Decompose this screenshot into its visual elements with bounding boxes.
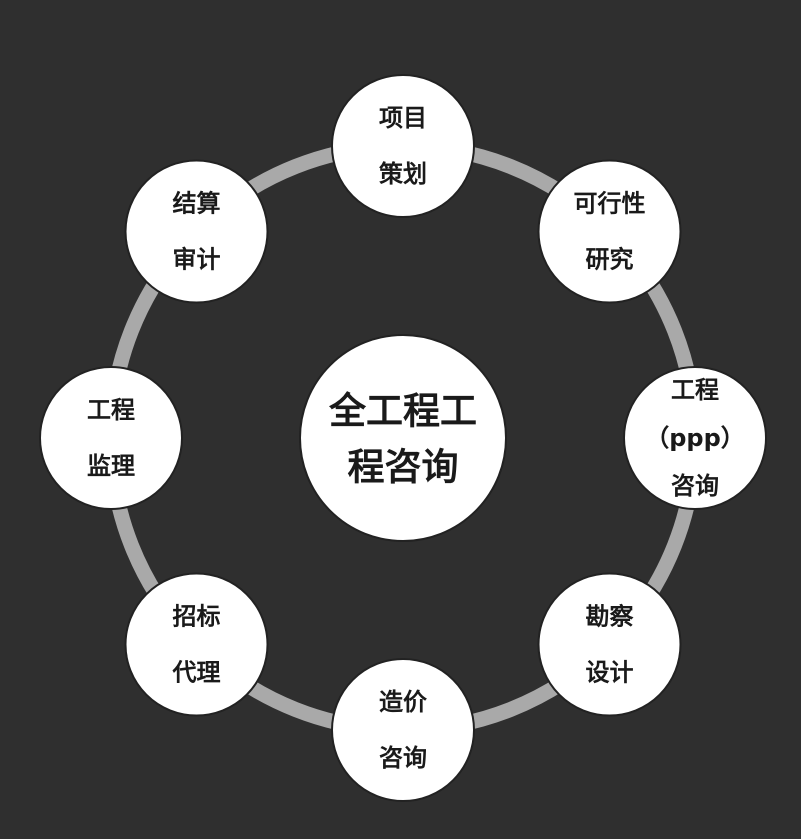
node-label-line: 设计 [586, 659, 634, 687]
center-label-line-1: 全工程工 [328, 390, 477, 433]
node-circle [124, 159, 269, 304]
node-circle [39, 366, 183, 510]
node-label-line: 工程 [87, 396, 135, 424]
node-label-line: （ppp） [645, 424, 745, 452]
node-circle [124, 572, 269, 717]
node-label-line: 造价 [379, 688, 428, 716]
node-label-line: 结算 [173, 190, 221, 218]
node-label-line: 项目 [379, 104, 427, 132]
center-node: 全工程工 程咨询 [299, 334, 507, 542]
node-label-line: 招标 [173, 603, 221, 631]
node-label-line: 研究 [586, 246, 634, 274]
node-label-line: 咨询 [379, 744, 427, 772]
node-circle [331, 658, 475, 802]
node-label-line: 可行性 [574, 190, 646, 218]
node-circle [331, 74, 475, 218]
node-label-line: 代理 [172, 659, 221, 687]
node-circle [623, 366, 767, 510]
center-label-line-2: 程咨询 [348, 446, 459, 489]
node-ppp-consulting: 工程 （ppp） 咨询 [623, 366, 767, 510]
node-label-line: 勘察 [586, 603, 635, 631]
node-label-line: 工程 [671, 376, 719, 404]
node-label-line: 监理 [87, 452, 135, 480]
node-label-line: 审计 [173, 246, 221, 274]
node-circle [537, 572, 682, 717]
center-circle [299, 334, 507, 542]
node-circle [537, 159, 682, 304]
node-label-line: 策划 [379, 160, 427, 188]
node-label-line: 咨询 [671, 472, 719, 500]
